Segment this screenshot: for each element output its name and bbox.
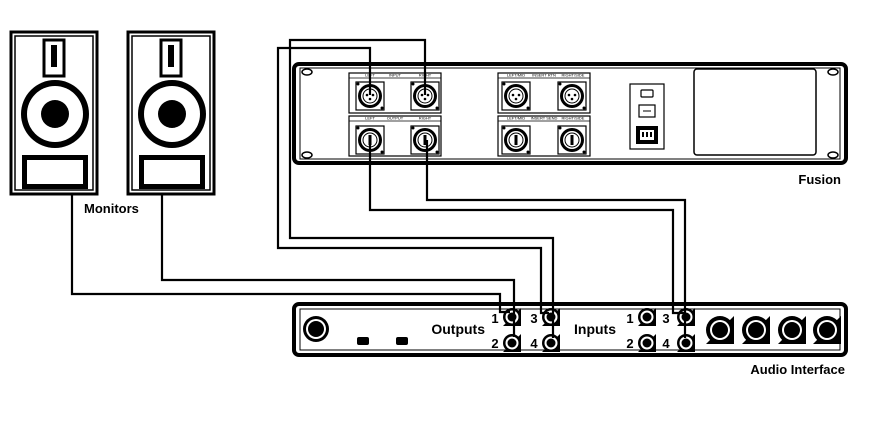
input-number-1: 1 xyxy=(626,311,633,326)
input-jack-2[interactable] xyxy=(638,334,656,352)
svg-text:LEFT/MID: LEFT/MID xyxy=(507,116,525,121)
output-number-2: 2 xyxy=(491,336,498,351)
usb-port-icon xyxy=(357,337,369,345)
svg-text:RIGHT/SIDE: RIGHT/SIDE xyxy=(562,73,585,78)
audio-interface-unit: Outputs Inputs 1 2 3 4 1 2 3 4 xyxy=(292,302,848,357)
svg-text:OUTPUT: OUTPUT xyxy=(387,116,404,121)
xlr-insert-rtn-left[interactable] xyxy=(501,81,531,111)
xlr-output-right[interactable] xyxy=(410,125,440,155)
rack-screw-icon xyxy=(301,151,313,159)
svg-text:INSERT SEND: INSERT SEND xyxy=(531,116,558,121)
svg-text:INSERT RTN: INSERT RTN xyxy=(532,73,556,78)
xlr-insert-rtn-right[interactable] xyxy=(557,81,587,111)
xlr-insert-send-right[interactable] xyxy=(557,125,587,155)
output-jack-2[interactable] xyxy=(503,334,521,352)
monitor-right xyxy=(126,30,216,196)
usb-port-icon xyxy=(396,337,408,345)
outputs-label: Outputs xyxy=(431,321,485,337)
svg-text:LEFT: LEFT xyxy=(365,116,375,121)
cable-fusion-output-left-to-in3 xyxy=(368,140,684,315)
fusion-insert-send-group: INSERT SEND LEFT/MID RIGHT/SIDE xyxy=(497,115,591,157)
xlr-input-left[interactable] xyxy=(355,81,385,111)
rack-screw-icon xyxy=(301,68,313,76)
rack-screw-icon xyxy=(827,151,839,159)
fusion-display-window xyxy=(693,68,817,156)
power-section xyxy=(629,83,665,150)
cable-out4-to-fusion-input-right xyxy=(288,38,555,338)
svg-text:RIGHT/SIDE: RIGHT/SIDE xyxy=(562,116,585,121)
cable-monitor-right xyxy=(160,194,516,337)
cable-monitor-left xyxy=(70,194,510,314)
svg-text:INPUT: INPUT xyxy=(389,73,402,78)
input-number-4: 4 xyxy=(662,336,670,351)
audio-interface-label: Audio Interface xyxy=(750,362,845,377)
combo-input-jack[interactable] xyxy=(813,316,841,344)
combo-input-jack[interactable] xyxy=(742,316,770,344)
fusion-unit: INPUT LEFT RIGHT OUTPUT LEFT RIGHT INSER… xyxy=(292,62,848,165)
fusion-label: Fusion xyxy=(798,172,841,187)
output-jack-3[interactable] xyxy=(542,308,560,326)
fusion-insert-rtn-group: INSERT RTN LEFT/MID RIGHT/SIDE xyxy=(497,72,591,114)
cable-out3-to-fusion-input-left xyxy=(276,46,549,315)
input-number-2: 2 xyxy=(626,336,633,351)
svg-text:RIGHT: RIGHT xyxy=(419,116,432,121)
output-number-3: 3 xyxy=(530,311,537,326)
input-number-3: 3 xyxy=(662,311,669,326)
svg-text:LEFT/MID: LEFT/MID xyxy=(507,73,525,78)
cable-fusion-output-right-to-in4 xyxy=(425,140,687,338)
combo-input-jack[interactable] xyxy=(706,316,734,344)
output-jack-1[interactable] xyxy=(503,308,521,326)
output-jack-4[interactable] xyxy=(542,334,560,352)
rack-screw-icon xyxy=(827,68,839,76)
output-number-1: 1 xyxy=(491,311,498,326)
inputs-label: Inputs xyxy=(574,321,616,337)
monitors-label: Monitors xyxy=(84,201,139,216)
input-jack-4[interactable] xyxy=(677,334,695,352)
monitor-left xyxy=(9,30,99,196)
fuse-icon xyxy=(640,89,654,98)
xlr-insert-send-left[interactable] xyxy=(501,125,531,155)
cables xyxy=(70,38,687,338)
input-jack-1[interactable] xyxy=(638,308,656,326)
fusion-output-group: OUTPUT LEFT RIGHT xyxy=(348,115,442,157)
combo-input-jack[interactable] xyxy=(778,316,806,344)
output-number-4: 4 xyxy=(530,336,538,351)
